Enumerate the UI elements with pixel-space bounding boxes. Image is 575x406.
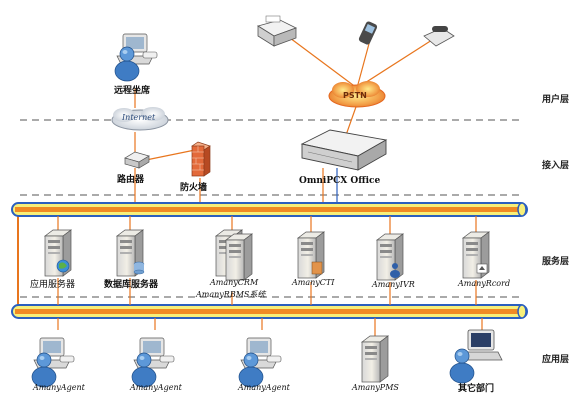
db-server-label: 数据库服务器 — [104, 280, 159, 290]
pms-label: AmanyPMS — [352, 383, 399, 392]
mobile-phone-icon — [358, 21, 378, 45]
firewall-icon — [191, 141, 211, 177]
agent-3-icon — [238, 337, 282, 388]
rbms-system-label: AmanyRBMS系统 — [196, 290, 266, 299]
crm-server-icon — [215, 229, 253, 281]
cti-server-icon — [297, 231, 325, 279]
app-server-icon — [44, 229, 72, 277]
crm-server-label: AmanyCRM — [210, 278, 259, 287]
service-bus-upper — [11, 202, 528, 217]
remote-seat-label: 远程坐席 — [114, 86, 151, 96]
cti-server-label: AmanyCTI — [292, 278, 335, 287]
firewall-label: 防火墙 — [180, 183, 208, 193]
pms-server-icon — [361, 335, 389, 383]
other-dept-label: 其它部门 — [458, 384, 495, 394]
service-bus-lower — [11, 304, 528, 319]
agent-2-label: AmanyAgent — [130, 383, 182, 392]
app-server-label: 应用服务器 — [30, 280, 76, 290]
router-label: 路由器 — [117, 175, 145, 185]
tier-label-access: 接入层 — [541, 161, 569, 171]
db-server-icon — [116, 229, 145, 277]
record-server-icon — [462, 231, 490, 279]
pbx-label: OmniPCX Office — [299, 176, 381, 186]
agent-1-label: AmanyAgent — [33, 383, 85, 392]
tier-label-user: 用户层 — [541, 95, 569, 105]
fax-icon — [257, 15, 298, 47]
remote-seat-icon — [114, 33, 158, 82]
ivr-server-label: AmanyIVR — [372, 280, 415, 289]
other-dept-laptop-icon — [449, 329, 503, 384]
ivr-server-icon — [376, 233, 404, 281]
tier-label-service: 服务层 — [541, 257, 569, 267]
omnipcx-pbx-icon — [300, 129, 388, 171]
tier-label-application: 应用层 — [541, 355, 569, 365]
agent-3-label: AmanyAgent — [238, 383, 290, 392]
record-server-label: AmanyRcord — [458, 279, 511, 288]
agent-1-icon — [31, 337, 75, 388]
internet-cloud-icon — [111, 107, 169, 131]
internet-label: Internet — [122, 113, 156, 122]
pstn-cloud-icon — [328, 81, 386, 108]
agent-2-icon — [131, 337, 175, 388]
pstn-label: PSTN — [343, 91, 367, 100]
router-icon — [124, 151, 150, 169]
desk-phone-icon — [423, 26, 455, 47]
